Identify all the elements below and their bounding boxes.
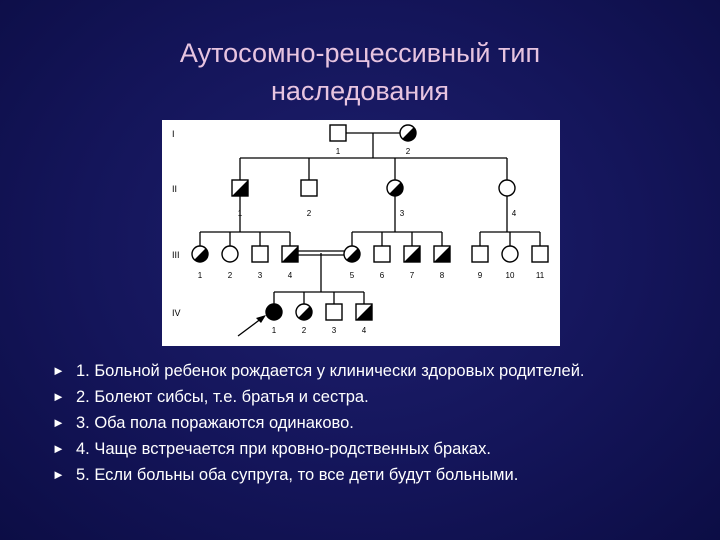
- ind-label: 4: [512, 209, 517, 218]
- ind-label: 2: [307, 209, 312, 218]
- slide-title: Аутосомно-рецессивный тип наследования: [0, 34, 720, 110]
- bullet-item-2: ► 2. Болеют сибсы, т.е. братья и сестра.: [52, 384, 692, 410]
- ind-label: 11: [536, 271, 545, 280]
- pedigree-svg: I II III IV 1 2 1 2 3 4 1 2 3 4 5 6 7 8 …: [172, 124, 549, 337]
- ind-label: 9: [478, 271, 483, 280]
- ind-label: 6: [380, 271, 385, 280]
- bullet-list: ► 1. Больной ребенок рождается у клиниче…: [52, 358, 692, 488]
- ind-label: 4: [288, 271, 293, 280]
- bullet-text: 5. Если больны оба супруга, то все дети …: [76, 466, 519, 484]
- title-line-2: наследования: [270, 76, 450, 106]
- bullet-arrow-icon: ►: [52, 389, 65, 404]
- bullet-text: 3. Оба пола поражаются одинаково.: [76, 414, 354, 432]
- bullet-item-4: ► 4. Чаще встречается при кровно-родстве…: [52, 436, 692, 462]
- gen-label-1: I: [172, 129, 175, 139]
- gen-label-3: III: [172, 250, 180, 260]
- bullet-item-5: ► 5. Если больны оба супруга, то все дет…: [52, 462, 692, 488]
- ind-label: 3: [258, 271, 263, 280]
- ind-label: 10: [506, 271, 515, 280]
- bullet-arrow-icon: ►: [52, 363, 65, 378]
- ind-label: 4: [362, 326, 367, 335]
- ind-label: 1: [198, 271, 203, 280]
- bullet-arrow-icon: ►: [52, 467, 65, 482]
- gen-label-4: IV: [172, 308, 181, 318]
- ind-label: 7: [410, 271, 415, 280]
- ind-label: 8: [440, 271, 445, 280]
- ind-label: 3: [332, 326, 337, 335]
- ind-label: 2: [302, 326, 307, 335]
- bullet-text: 1. Больной ребенок рождается у клиническ…: [76, 362, 585, 380]
- bullet-text: 4. Чаще встречается при кровно-родственн…: [76, 440, 491, 458]
- pedigree-diagram: I II III IV 1 2 1 2 3 4 1 2 3 4 5 6 7 8 …: [162, 120, 560, 346]
- bullet-arrow-icon: ►: [52, 441, 65, 456]
- ind-label: 5: [350, 271, 355, 280]
- gen-label-2: II: [172, 184, 177, 194]
- ind-label: 1: [336, 147, 341, 156]
- ind-label: 2: [406, 147, 411, 156]
- title-line-1: Аутосомно-рецессивный тип: [179, 38, 541, 68]
- bullet-item-1: ► 1. Больной ребенок рождается у клиниче…: [52, 358, 692, 384]
- ind-label: 2: [228, 271, 233, 280]
- bullet-arrow-icon: ►: [52, 415, 65, 430]
- ind-label: 1: [238, 209, 243, 218]
- bullet-text: 2. Болеют сибсы, т.е. братья и сестра.: [76, 388, 369, 406]
- ind-label: 3: [400, 209, 405, 218]
- bullet-item-3: ► 3. Оба пола поражаются одинаково.: [52, 410, 692, 436]
- ind-label: 1: [272, 326, 277, 335]
